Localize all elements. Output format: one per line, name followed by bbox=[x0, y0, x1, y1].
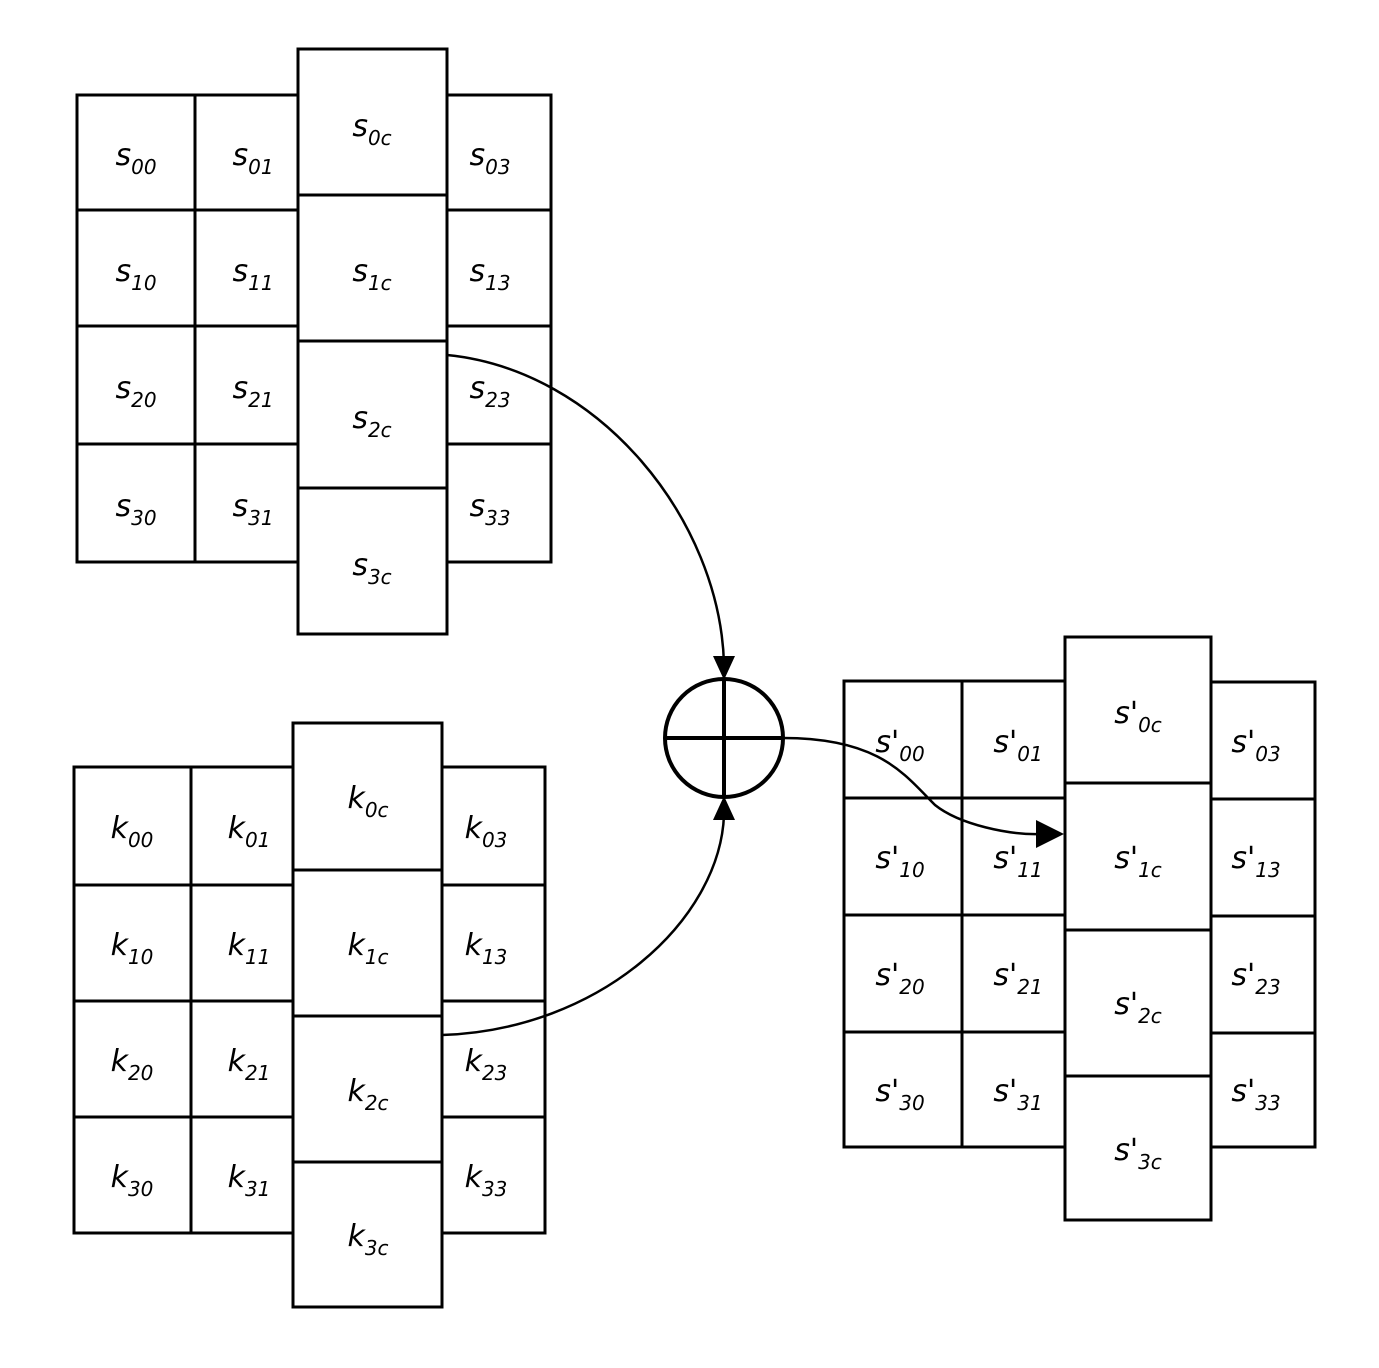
state-cell-21: s21 bbox=[232, 371, 273, 412]
state-cell-00: s00 bbox=[115, 138, 156, 179]
arrowhead-down-icon bbox=[713, 656, 735, 680]
result-cell-30: s'30 bbox=[875, 1074, 924, 1115]
key-cell-11: k11 bbox=[228, 928, 271, 969]
state-cell-13: s13 bbox=[469, 254, 510, 295]
result-cell-1c: s'1c bbox=[1114, 841, 1162, 882]
arrowhead-up-icon bbox=[713, 796, 735, 820]
state-cell-0c: s0c bbox=[352, 109, 391, 150]
key-cell-00: k00 bbox=[111, 811, 154, 852]
state-cell-10: s10 bbox=[115, 254, 156, 295]
key-matrix bbox=[72, 721, 547, 1309]
state-cell-33: s33 bbox=[469, 489, 510, 530]
key-cell-0c: k0c bbox=[347, 781, 388, 822]
result-cell-10: s'10 bbox=[875, 841, 924, 882]
xor-icon bbox=[663, 677, 785, 799]
state-cell-31: s31 bbox=[232, 489, 273, 530]
arrowhead-right-icon bbox=[1036, 820, 1064, 848]
key-cell-10: k10 bbox=[111, 928, 154, 969]
result-cell-11: s'11 bbox=[993, 841, 1042, 882]
result-cell-31: s'31 bbox=[993, 1074, 1042, 1115]
state-outer-right bbox=[445, 93, 553, 564]
state-outer-left bbox=[75, 93, 300, 564]
result-matrix bbox=[842, 635, 1317, 1222]
key-cell-2c: k2c bbox=[347, 1074, 388, 1115]
state-cell-30: s30 bbox=[115, 489, 156, 530]
state-matrix bbox=[75, 47, 553, 636]
result-cell-0c: s'0c bbox=[1114, 696, 1162, 737]
key-cell-1c: k1c bbox=[347, 928, 388, 969]
key-cell-20: k20 bbox=[111, 1044, 154, 1085]
arrowheads bbox=[713, 656, 1064, 848]
state-cell-03: s03 bbox=[469, 138, 510, 179]
key-cell-01: k01 bbox=[228, 811, 271, 852]
state-labels: s00 s01 s0c s03 s10 s11 s1c s13 s20 s21 … bbox=[115, 109, 510, 589]
key-cell-33: k33 bbox=[465, 1160, 508, 1201]
result-cell-3c: s'3c bbox=[1114, 1133, 1162, 1174]
result-labels: s'00 s'01 s'0c s'03 s'10 s'11 s'1c s'13 … bbox=[875, 696, 1280, 1174]
arrows bbox=[441, 353, 1041, 1037]
key-cell-21: k21 bbox=[228, 1044, 271, 1085]
state-cell-01: s01 bbox=[232, 138, 273, 179]
result-cell-21: s'21 bbox=[993, 958, 1042, 999]
result-cell-23: s'23 bbox=[1231, 958, 1280, 999]
arrow-state-to-xor bbox=[446, 353, 726, 665]
result-cell-00: s'00 bbox=[875, 725, 924, 766]
arrow-xor-to-result bbox=[782, 736, 1041, 836]
result-cell-01: s'01 bbox=[993, 725, 1042, 766]
key-cell-3c: k3c bbox=[347, 1219, 388, 1260]
key-cell-23: k23 bbox=[465, 1044, 508, 1085]
state-cell-2c: s2c bbox=[352, 401, 391, 442]
key-cell-03: k03 bbox=[465, 811, 508, 852]
result-cell-2c: s'2c bbox=[1114, 987, 1162, 1028]
result-cell-13: s'13 bbox=[1231, 841, 1280, 882]
result-cell-33: s'33 bbox=[1231, 1074, 1280, 1115]
key-cell-31: k31 bbox=[228, 1160, 271, 1201]
result-cell-20: s'20 bbox=[875, 958, 924, 999]
result-cell-03: s'03 bbox=[1231, 725, 1280, 766]
state-cell-1c: s1c bbox=[352, 254, 391, 295]
state-cell-3c: s3c bbox=[352, 548, 391, 589]
key-cell-30: k30 bbox=[111, 1160, 154, 1201]
state-cell-23: s23 bbox=[469, 371, 510, 412]
key-cell-13: k13 bbox=[465, 928, 508, 969]
key-labels: k00 k01 k0c k03 k10 k11 k1c k13 k20 k21 … bbox=[111, 781, 508, 1260]
arrow-key-to-xor bbox=[441, 814, 726, 1037]
state-cell-20: s20 bbox=[115, 371, 156, 412]
state-cell-11: s11 bbox=[232, 254, 273, 295]
